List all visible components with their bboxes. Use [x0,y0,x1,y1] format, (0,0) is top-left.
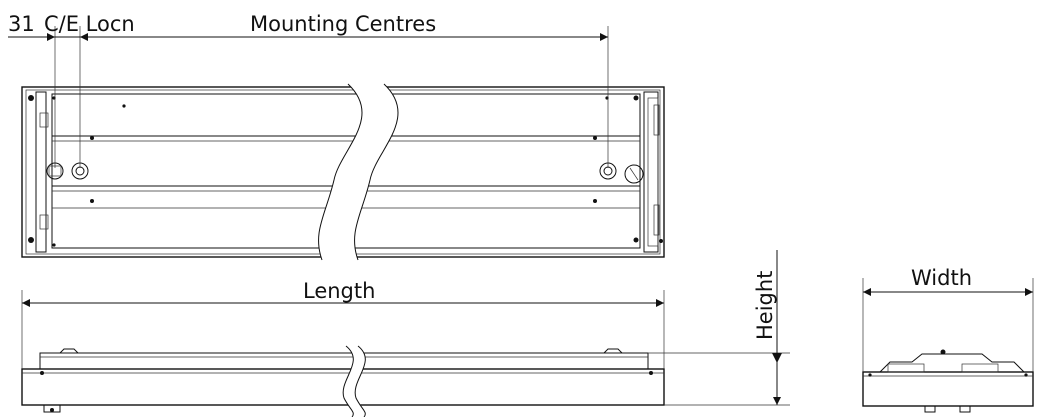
left-end-cap [35,91,47,253]
height-dimension [648,250,790,406]
width-dimension [862,278,1034,372]
end-gear-tray [879,353,1025,373]
fixing-screws [28,95,663,247]
mounting-centres-label: Mounting Centres [250,12,436,36]
width-label: Width [911,266,972,290]
c-e-offset-label: 31 [8,12,35,36]
length-label: Length [303,279,375,303]
length-dimension [21,290,665,369]
plan-view [21,83,665,261]
height-label: Height [753,271,777,340]
side-gear-tray [39,352,649,370]
side-break-mark [342,345,366,417]
terminal-knockout [624,164,644,184]
side-elevation [21,345,665,417]
side-body-outline [21,368,665,406]
c-e-location-label: C/E Locn [44,12,135,36]
length-break-mark [318,83,399,261]
right-end-cap [643,91,659,253]
end-elevation [862,349,1034,413]
end-body-outline [862,371,1034,407]
mounting-centres-dimension [8,26,609,168]
